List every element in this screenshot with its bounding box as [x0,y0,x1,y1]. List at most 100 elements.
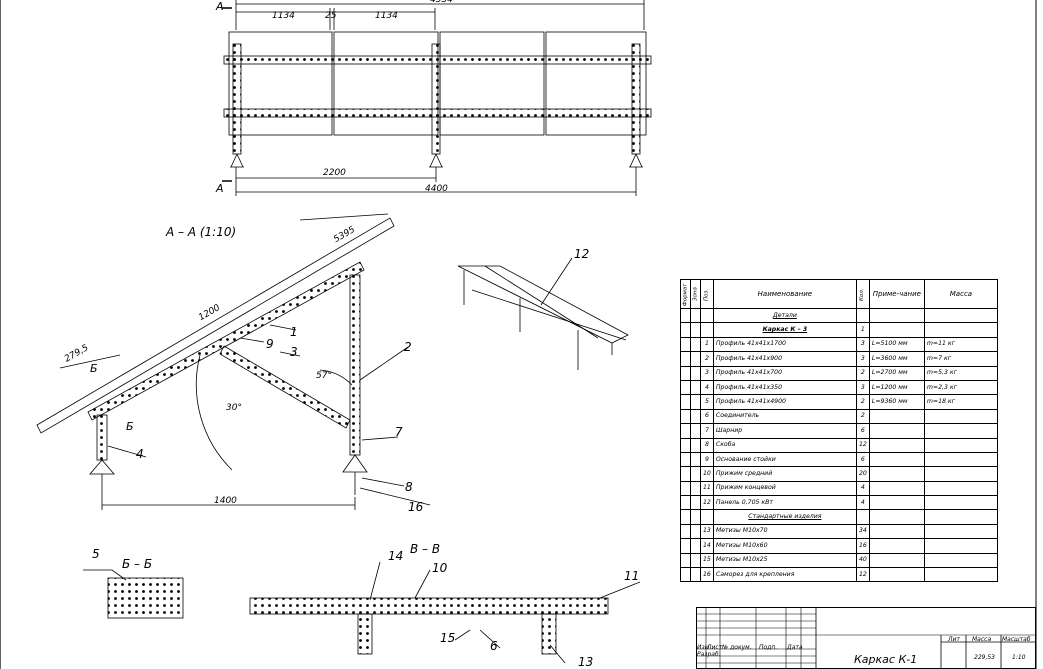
note-cell [868,567,925,583]
mass-cell: m=18 кг [923,394,999,410]
section-aa-title: А – А (1:10) [165,225,236,239]
assembly-name: Каркас К – 3 [712,322,857,338]
dim-gap: 25 [325,11,337,21]
note-cell [868,495,925,511]
qty-cell: 6 [855,451,870,468]
note-cell [868,552,925,569]
tb-mass-label: Масса [972,636,992,643]
zone-cell [690,567,701,583]
pos-cell: 2 [700,351,714,367]
format-cell [680,351,691,367]
zone-cell [690,351,701,367]
mass-cell: m=7 кг [923,351,999,367]
note-cell [868,437,925,453]
callout-13: 13 [578,655,593,669]
section-bb-title: Б – Б [122,557,152,571]
note-cell: L=2700 мм [868,365,925,381]
qty-cell: 34 [855,523,870,540]
name-cell: Профиль 41х41х700 [712,365,857,381]
note-cell [868,509,925,525]
mass-cell [923,480,999,497]
format-cell [680,423,691,439]
tb-col-sign: Подп. [759,644,778,651]
qty-cell: 12 [855,437,870,453]
name-cell: Метизы М10х70 [712,523,857,540]
note-cell: L=5100 мм [868,336,925,353]
callout-4: 4 [136,447,144,461]
col-zone: Зона [690,279,701,309]
section-row: Стандартные изделия [680,509,999,525]
callout-5: 5 [92,547,100,561]
mass-cell [923,495,999,511]
mass-cell [923,451,999,468]
name-cell: Метизы М10х60 [712,538,857,554]
zone-cell [690,495,701,511]
pos-cell: 7 [700,423,714,439]
qty-cell: 2 [855,394,870,410]
tb-title: Каркас К-1 [854,653,918,666]
section-aa-view [36,213,431,510]
qty-cell: 3 [855,336,870,353]
tb-scale-label: Масштаб [1002,636,1031,643]
zone-cell [690,523,701,540]
format-cell [680,437,691,453]
section-bb-view [83,569,184,619]
name-cell: Прижим концевой [712,480,857,497]
col-name: Наименование [712,279,857,309]
qty-cell: 40 [855,552,870,569]
angle-57: 57° [316,371,332,381]
format-cell [680,567,691,583]
cut-mark-b2: Б [126,420,134,433]
note-cell [868,466,925,482]
zone-cell [690,552,701,569]
pos-cell: 3 [700,365,714,381]
pos-cell: 5 [700,394,714,410]
plan-view [222,0,652,196]
format-cell [680,480,691,497]
zone-cell [690,394,701,410]
dim-1400: 1400 [214,496,237,506]
pos-cell [700,509,714,525]
callout-16: 16 [408,500,424,514]
tb-col-change: Изм [697,644,710,651]
note-cell [868,523,925,540]
name-cell: Метизы М10х25 [712,552,857,569]
note-cell [868,480,925,497]
pos-cell: 10 [700,466,714,482]
mass-cell [923,423,999,439]
zone-cell [690,423,701,439]
dim-panel-2: 1134 [375,11,398,21]
format-cell [680,552,691,569]
callout-7: 7 [395,425,403,439]
format-cell [680,509,691,525]
pos-cell: 12 [700,495,714,511]
mass-cell [923,523,999,540]
callout-15: 15 [440,631,455,645]
zone-cell [690,466,701,482]
format-cell [680,495,691,511]
callout-12: 12 [574,247,589,261]
section-mark-top: А [215,0,224,13]
callout-10: 10 [432,561,448,575]
callout-2: 2 [404,340,412,354]
pos-cell: 11 [700,480,714,497]
col-format: Формат [680,279,691,309]
callout-14: 14 [388,549,403,563]
zone-cell [690,480,701,497]
tb-mass-value: 229,53 [974,654,995,661]
pos-cell: 8 [700,437,714,453]
mass-cell [923,538,999,554]
qty-cell: 4 [855,495,870,511]
pos-cell: 13 [700,523,714,540]
dim-5395: 5395 [332,225,357,245]
pos-cell: 9 [700,451,714,468]
zone-cell [690,365,701,381]
